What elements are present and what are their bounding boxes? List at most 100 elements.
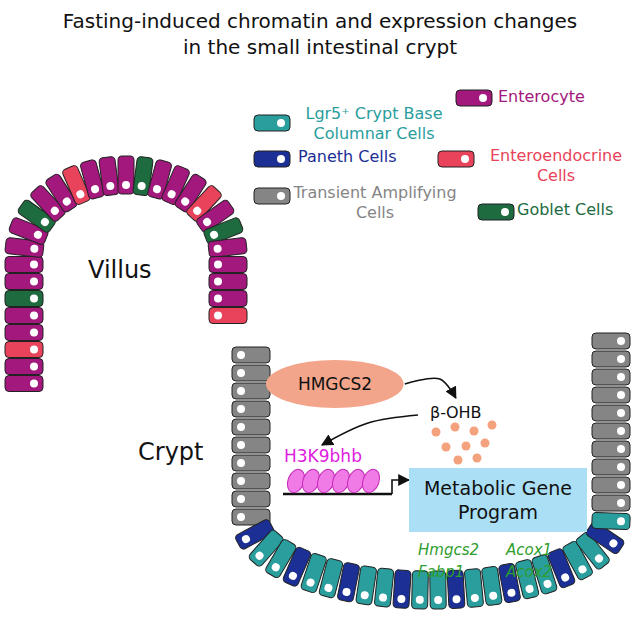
cell-nucleus (30, 244, 39, 253)
epithelial-cell (592, 441, 630, 457)
label: Hmgcs2 (418, 541, 479, 559)
molecule-dot (462, 442, 471, 451)
cell-body (232, 455, 270, 471)
cell-body (232, 383, 270, 399)
swatch-cell (456, 90, 492, 106)
epithelial-cell (232, 365, 270, 381)
cell-nucleus (560, 572, 570, 582)
arrow-connector (392, 480, 409, 494)
histone-mark: H3K9bhb (280, 446, 392, 496)
epithelial-cell (232, 419, 270, 435)
cell-nucleus (237, 423, 245, 431)
epithelial-cell (118, 156, 134, 194)
gene-name: Acox2 (506, 563, 552, 581)
legend-text: Goblet Cells (517, 200, 613, 220)
molecule-dot (473, 454, 482, 463)
cell-body (209, 257, 247, 273)
cell-body (5, 359, 43, 375)
epithelial-cell (592, 333, 630, 349)
epithelial-cell (5, 359, 43, 375)
epithelial-cell (5, 257, 43, 273)
cell-nucleus (75, 189, 86, 200)
cell-nucleus (617, 445, 625, 453)
arrow-connector (322, 415, 418, 445)
epithelial-cell (232, 473, 270, 489)
cell-nucleus (237, 369, 245, 377)
cell-body (592, 459, 630, 475)
cell-nucleus (180, 196, 191, 207)
cell-nucleus (33, 230, 43, 240)
epithelial-cells (5, 156, 631, 609)
swatch-nucleus (277, 155, 285, 163)
cell-body (5, 291, 43, 307)
cell-nucleus (471, 594, 480, 603)
cell-body (5, 342, 43, 358)
epithelial-cell (592, 405, 630, 421)
cell-nucleus (324, 583, 334, 593)
epithelial-cell (232, 437, 270, 453)
cell-nucleus (237, 459, 245, 467)
cell-nucleus (416, 596, 424, 604)
gene-name: Fabp1 (418, 563, 464, 581)
cell-nucleus (397, 595, 405, 603)
epithelial-cell (99, 156, 120, 196)
cell-nucleus (608, 538, 619, 549)
epithelial-cell (209, 274, 247, 290)
nucleosome (359, 467, 382, 495)
cell-nucleus (90, 184, 100, 194)
molecule-dot (470, 427, 479, 436)
cell-nucleus (237, 405, 245, 413)
epithelial-cell (592, 369, 630, 385)
cell-body (592, 387, 630, 403)
cell-body (592, 441, 630, 457)
cell-nucleus (617, 409, 625, 417)
epithelial-cell (355, 565, 376, 605)
epithelial-cell (232, 491, 270, 507)
cell-nucleus (360, 591, 369, 600)
cell-nucleus (617, 427, 625, 435)
label: Villus (88, 256, 152, 284)
cell-nucleus (617, 373, 625, 381)
cell-nucleus (237, 387, 245, 395)
region-label: Villus (88, 256, 152, 284)
cell-body (99, 156, 120, 196)
cell-body (232, 473, 270, 489)
legend-text: Paneth Cells (298, 147, 396, 167)
cell-body (5, 376, 43, 392)
cell-nucleus (379, 593, 388, 602)
molecule-dot (442, 443, 451, 452)
cell-nucleus (137, 182, 146, 191)
cell-nucleus (214, 278, 222, 286)
cell-body (232, 419, 270, 435)
cell-nucleus (617, 481, 625, 489)
legend-swatch (253, 187, 291, 205)
legend-entry: Paneth Cells (298, 147, 396, 167)
cell-body (232, 491, 270, 507)
label: Fabp1 (418, 563, 464, 581)
cell-body (592, 477, 630, 493)
epithelial-cell (209, 291, 247, 307)
legend-entry: Enteroendocrine Cells (478, 146, 634, 186)
swatch-nucleus (501, 208, 509, 216)
epithelial-cell (5, 342, 43, 358)
swatch-nucleus (461, 155, 469, 163)
cell-body (592, 512, 631, 529)
cell-body (592, 423, 630, 439)
epithelial-cell (209, 308, 247, 324)
cell-nucleus (288, 571, 299, 582)
cell-body (355, 565, 376, 605)
cell-body (5, 308, 43, 324)
cell-body (592, 333, 630, 349)
molecule-dot (488, 421, 497, 430)
epithelial-cell (592, 512, 631, 529)
cell-nucleus (192, 205, 203, 216)
swatch-nucleus (479, 94, 487, 102)
legend-text: Enteroendocrine Cells (478, 146, 634, 186)
cell-body (592, 405, 630, 421)
title: Fasting-induced chromatin and expression… (60, 8, 580, 60)
cell-nucleus (30, 295, 38, 303)
epithelial-cell (592, 459, 630, 475)
molecule-dot (451, 423, 460, 432)
cell-body (374, 568, 394, 607)
cell-nucleus (305, 578, 315, 588)
